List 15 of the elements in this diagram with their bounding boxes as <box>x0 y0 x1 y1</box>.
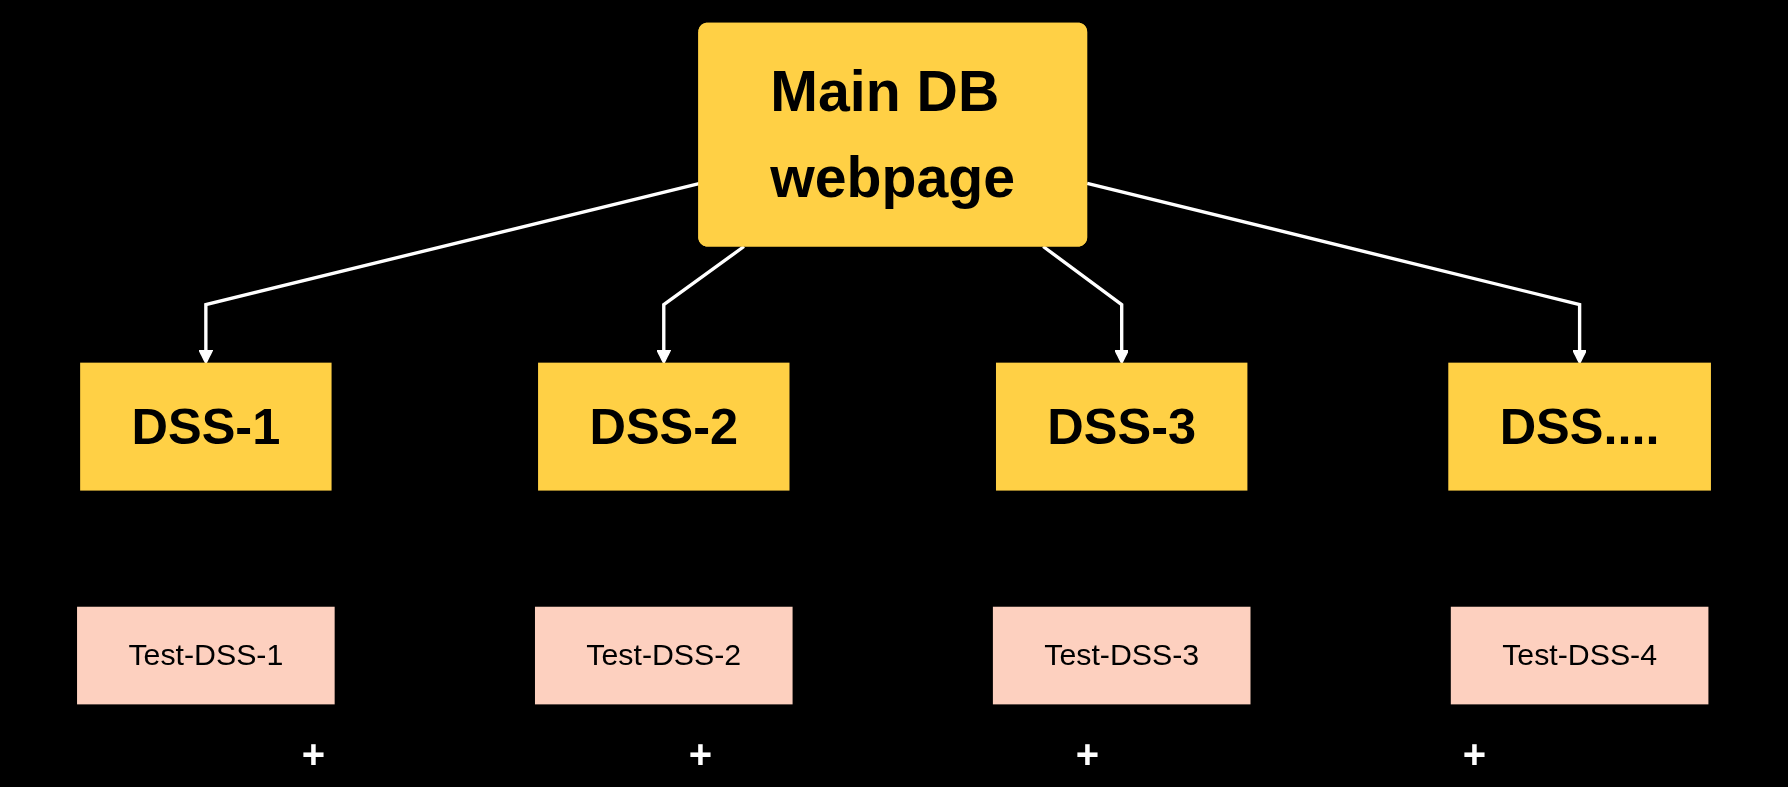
node-box: DSS.... <box>1448 362 1711 491</box>
node-box: DSS-1 <box>80 362 332 491</box>
node-box: DSS-2 <box>538 362 790 491</box>
arrow <box>1042 245 1130 365</box>
plus-sign: + <box>1075 732 1100 777</box>
arrow <box>1086 181 1587 365</box>
node-box: DSS-3 <box>996 362 1248 491</box>
arrow <box>656 245 745 365</box>
plus-sign: + <box>1462 732 1487 777</box>
node-box: Test-DSS-2 <box>535 606 793 705</box>
node-box: Test-DSS-4 <box>1450 606 1709 705</box>
node-box: Test-DSS-1 <box>77 606 335 705</box>
plus-sign: + <box>301 732 326 777</box>
node-box: Test-DSS-3 <box>992 606 1251 705</box>
plus-sign: + <box>688 732 713 777</box>
